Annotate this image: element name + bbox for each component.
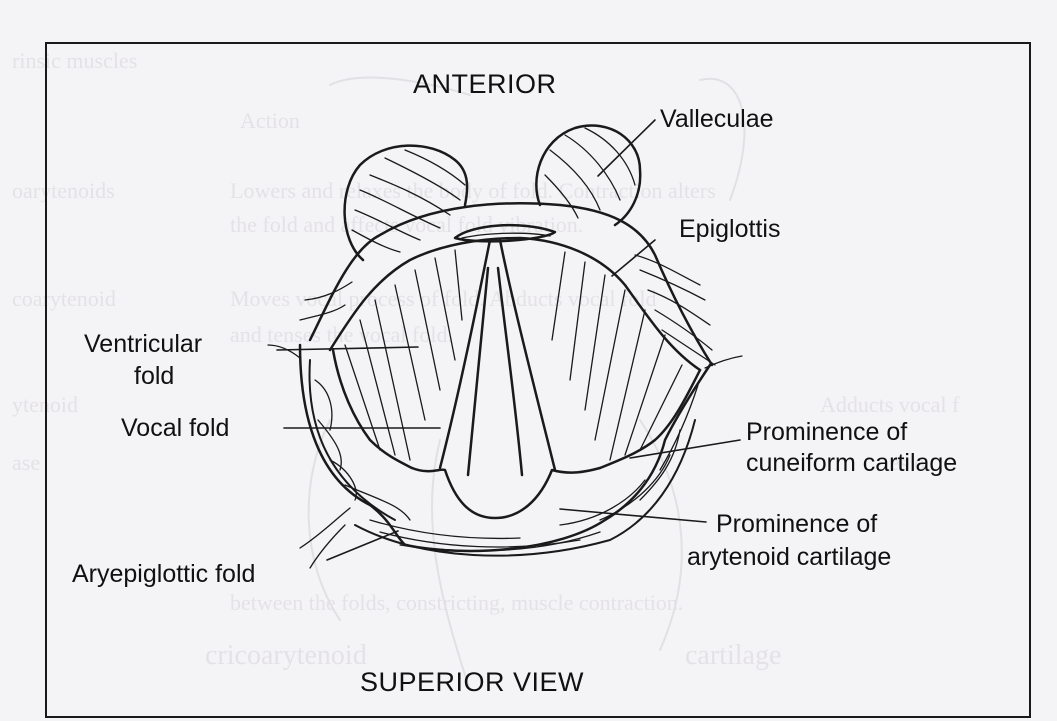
orientation-anterior-label: ANTERIOR: [413, 70, 557, 98]
epiglottis-label: Epiglottis: [679, 215, 780, 243]
outer-laryngeal-inlet: [300, 345, 710, 551]
superior-view-caption: SUPERIOR VIEW: [360, 668, 584, 696]
prominence-cuneiform-label-line2: cuneiform cartilage: [746, 449, 957, 477]
prominence-cuneiform-label-line1: Prominence of: [746, 418, 907, 446]
leader-epiglottis: [612, 240, 655, 276]
ventricular-fold-label-line1: Ventricular: [84, 330, 202, 358]
leader-ventricular-fold: [277, 347, 418, 350]
vocal-fold-label: Vocal fold: [121, 414, 229, 442]
left-vallecula-hatching: [352, 150, 465, 252]
left-vocal-fold: [440, 240, 490, 468]
prominence-arytenoid-label-line1: Prominence of: [716, 510, 877, 538]
leader-lines: [277, 120, 740, 560]
aryepiglottic-fold-label: Aryepiglottic fold: [72, 560, 255, 588]
bleed-through-drawing: [309, 78, 745, 690]
leader-cuneiform: [630, 440, 740, 458]
leader-aryepiglottic-fold: [327, 531, 398, 560]
prominence-arytenoid-label-line2: arytenoid cartilage: [687, 543, 891, 571]
valleculae-label: Valleculae: [660, 105, 774, 133]
left-vallecula-lobe: [345, 146, 468, 260]
ventricular-fold-label-line2: fold: [134, 362, 174, 390]
glottis-right-edge: [498, 268, 522, 475]
aryepiglottic-fold-outline: [310, 360, 695, 556]
epiglottis-upper-edge: [310, 203, 712, 365]
